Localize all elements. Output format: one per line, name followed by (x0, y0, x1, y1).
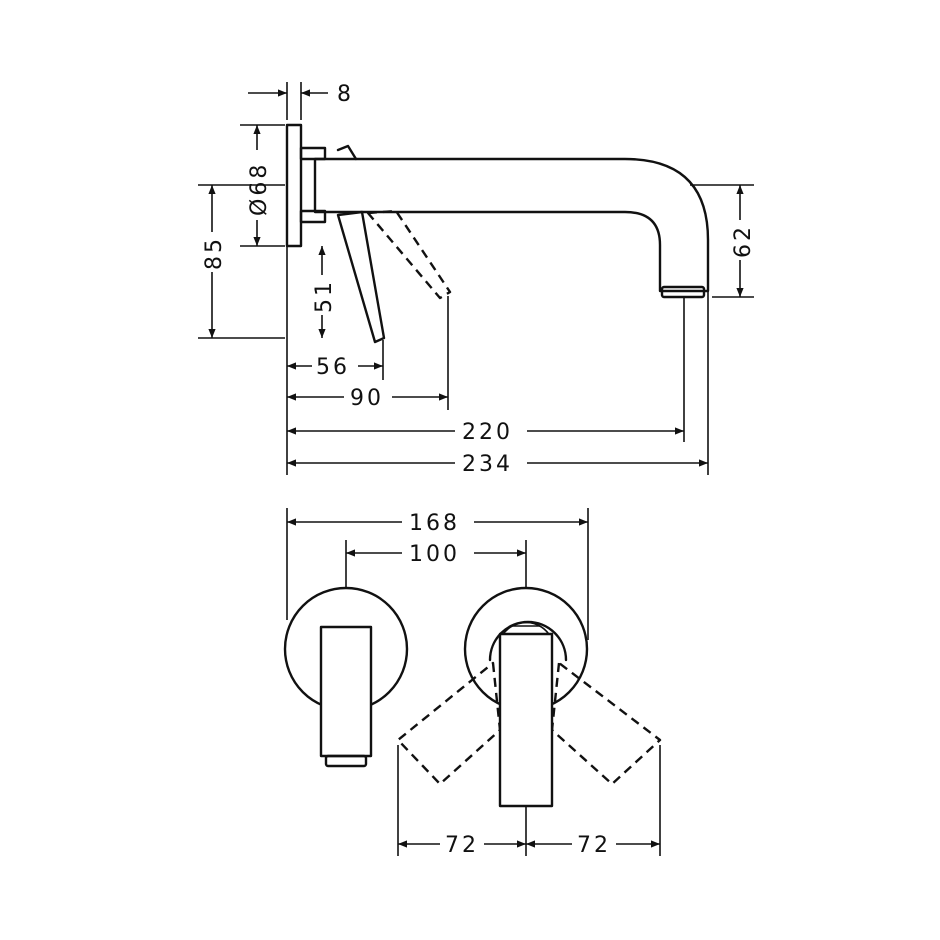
dim-label-51: 51 (312, 279, 337, 313)
dim-centre-distance: 100 (346, 539, 526, 567)
dim-spout-reach: 220 (287, 417, 684, 445)
dim-label-90: 90 (350, 386, 384, 411)
dim-label-72-right: 72 (577, 833, 611, 858)
dim-lever-swing-left: 72 (398, 830, 526, 858)
spout-front (319, 625, 373, 758)
dim-label-168: 168 (409, 511, 460, 536)
dim-lever-depth: 56 (287, 352, 383, 380)
dim-centre-width: 168 (287, 508, 588, 536)
flange-top (299, 146, 327, 161)
dim-spout-height: 62 (690, 184, 756, 298)
dim-label-234: 234 (462, 452, 513, 477)
dim-plate-thickness: 8 (248, 82, 354, 120)
lever-front (498, 632, 554, 808)
dim-label-56: 56 (316, 355, 350, 380)
dim-label-62: 62 (731, 224, 756, 258)
dim-lever-depth-open: 90 (287, 383, 448, 411)
spout-body (313, 157, 710, 293)
lever-fin (336, 144, 358, 161)
lever-open (366, 209, 452, 300)
flange-bottom (299, 209, 327, 224)
dim-lever-swing-right: 72 (526, 830, 660, 858)
front-view: 168 100 72 72 (283, 508, 662, 858)
lever-left-dashed (396, 661, 502, 786)
dim-height-85: 85 (198, 184, 285, 339)
spout-outlet (324, 754, 368, 768)
wall-plate (285, 123, 303, 248)
aerator (660, 285, 706, 299)
dim-label-85: 85 (202, 236, 227, 270)
dim-label-100: 100 (409, 542, 460, 567)
dim-label-8: 8 (337, 82, 354, 107)
dim-label-68: Ø68 (247, 162, 272, 216)
lever-closed (336, 210, 386, 344)
dim-lever-height: 51 (308, 246, 337, 338)
side-view: 8 Ø68 85 51 (198, 82, 756, 477)
dim-overall-depth: 234 (287, 449, 708, 477)
dim-label-220: 220 (462, 420, 513, 445)
dim-label-72-left: 72 (445, 833, 479, 858)
lever-right-dashed (550, 661, 662, 786)
